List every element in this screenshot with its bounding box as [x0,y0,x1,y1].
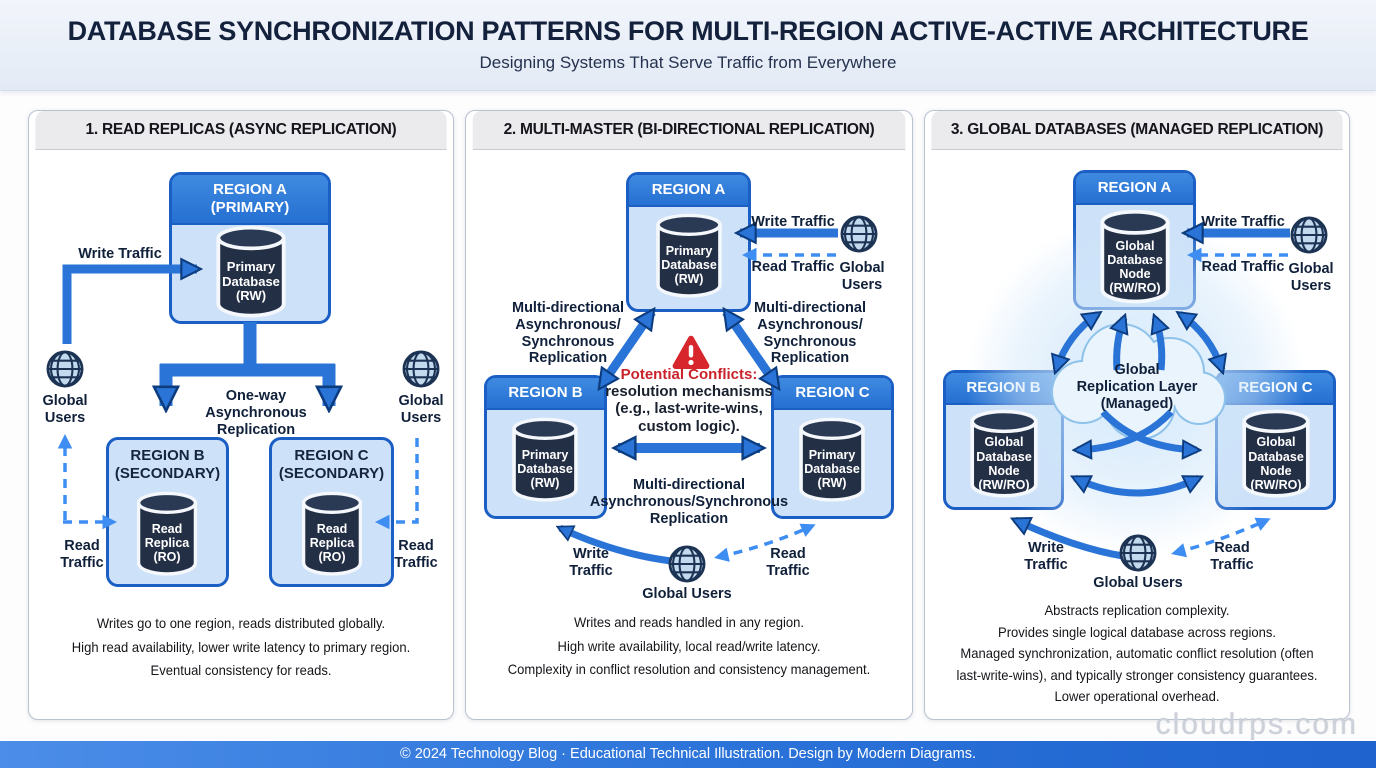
write-traffic-bottom-label: Write Traffic [569,546,613,579]
panel2-title: 2. MULTI-MASTER (BI-DIRECTIONAL REPLICAT… [472,111,906,150]
replication-label: One-way Asynchronous Replication [205,388,307,438]
primary-database-cylinder: Primary Database (RW) [213,224,289,320]
panel-description: Writes and reads handled in any region. … [507,614,871,677]
connector-arrows-layer [966,215,1306,560]
global-db-a-label: Global Database Node (RW/RO) [1107,239,1163,296]
conflicts-title: Potential Conflicts: [620,366,758,383]
region-b-header: REGION B [487,378,604,410]
footer: © 2024 Technology Blog · Educational Tec… [0,741,1376,768]
read-replica-b-cylinder: Read Replica (RO) [134,490,200,578]
global-users-right-label: Global Users [839,260,885,293]
globe-users-right-icon [838,213,880,255]
page-subtitle: Designing Systems That Serve Traffic fro… [479,53,897,72]
panel1-title: 1. READ REPLICAS (ASYNC REPLICATION) [35,111,447,150]
write-traffic-arrow [62,269,197,344]
conflicts-body: resolution mechanisms (e.g., last-write-… [605,383,773,435]
read-traffic-label: Read Traffic [751,259,835,275]
panel-description: Writes go to one region, reads distribut… [71,615,411,678]
global-users-left-label: Global Users [42,393,88,426]
primary-database-b-cylinder: Primary Database (RW) [509,416,581,504]
warning-icon [671,334,711,375]
global-db-a-cylinder: Global Database Node (RW/RO) [1097,208,1173,306]
connector-arrows-layer [57,150,419,530]
panel3-title: 3. GLOBAL DATABASES (MANAGED REPLICATION… [931,111,1343,150]
page-title: DATABASE SYNCHRONIZATION PATTERNS FOR MU… [67,16,1309,46]
global-users-right-label: Global Users [398,393,444,426]
primary-database-b-label: Primary Database (RW) [517,448,573,491]
bidirectional-replication-arrows [560,312,781,565]
read-traffic-bottom-label: Read Traffic [766,546,810,579]
globe-users-left-icon [44,348,86,390]
panel-global-databases: 3. GLOBAL DATABASES (MANAGED REPLICATION… [924,110,1350,720]
globe-users-right-icon [1288,214,1330,256]
global-db-c-label: Global Database Node (RW/RO) [1248,435,1304,492]
region-a-header: REGION A [629,175,748,207]
replication-right-label: Multi-directional Asynchronous/ Synchron… [754,300,866,367]
connector-arrows-layer [466,150,838,565]
panel-description: Abstracts replication complexity. Provid… [956,602,1318,704]
region-a-box: REGION A (PRIMARY) [169,172,331,324]
write-traffic-label: Write Traffic [751,214,835,230]
region-a-header: REGION A (PRIMARY) [172,175,328,225]
globe-users-right-icon [400,348,442,390]
read-traffic-dashed-arrows [57,433,419,530]
read-replica-c-label: Read Replica (RO) [309,522,355,565]
panel-multi-master: 2. MULTI-MASTER (BI-DIRECTIONAL REPLICAT… [465,110,913,720]
read-traffic-bottom-label: Read Traffic [1210,540,1254,573]
replication-bottom-label: Multi-directional Asynchronous/Synchrono… [589,477,789,527]
primary-database-label: Primary Database (RW) [222,259,280,304]
region-c-title: REGION C (SECONDARY) [278,447,385,483]
primary-database-a-label: Primary Database (RW) [661,244,717,287]
primary-database-a-cylinder: Primary Database (RW) [653,212,725,300]
panel-read-replicas: 1. READ REPLICAS (ASYNC REPLICATION) REG… [28,110,454,720]
replication-left-label: Multi-directional Asynchronous/ Synchron… [512,300,624,367]
primary-database-c-cylinder: Primary Database (RW) [796,416,868,504]
watermark: cloudrps.com [1155,708,1358,741]
global-users-bottom-label: Global Users [642,586,732,602]
primary-database-c-label: Primary Database (RW) [804,448,860,491]
global-users-right-label: Global Users [1288,261,1334,294]
global-db-c-cylinder: Global Database Node (RW/RO) [1239,408,1313,500]
region-b-title: REGION B (SECONDARY) [114,447,221,483]
read-traffic-label: Read Traffic [1201,259,1285,275]
write-traffic-label: Write Traffic [78,246,162,262]
global-db-b-cylinder: Global Database Node (RW/RO) [967,408,1041,500]
cloud-label: Global Replication Layer (Managed) [1076,362,1198,412]
globe-users-bottom-icon [1117,532,1159,574]
read-traffic-right-label: Read Traffic [394,538,438,571]
replication-split-arrow [160,322,335,406]
global-db-b-label: Global Database Node (RW/RO) [976,435,1032,492]
region-a-header: REGION A [1076,173,1193,205]
read-traffic-left-label: Read Traffic [60,538,104,571]
globe-users-bottom-icon [666,543,708,585]
read-traffic-dashed-curve [714,523,816,562]
region-c-header: REGION C [774,378,891,410]
read-replica-c-cylinder: Read Replica (RO) [299,490,365,578]
cloud-replication-arrows [1015,314,1222,560]
write-traffic-label: Write Traffic [1201,214,1285,230]
write-traffic-bottom-label: Write Traffic [1024,540,1068,573]
header: DATABASE SYNCHRONIZATION PATTERNS FOR MU… [0,0,1376,91]
global-users-bottom-label: Global Users [1093,575,1183,591]
read-traffic-dashed-curve [1171,517,1271,558]
read-replica-b-label: Read Replica (RO) [144,522,190,565]
